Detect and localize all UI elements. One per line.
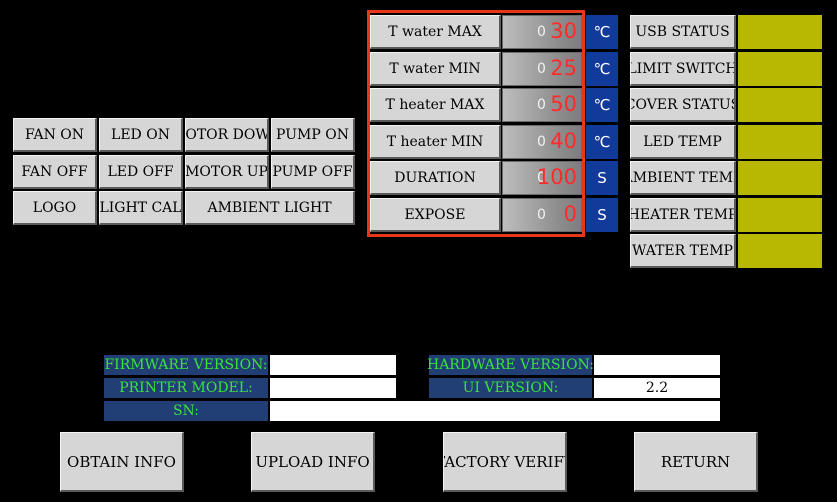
param-value-t-heater-max[interactable]: 0 50 [502,88,582,122]
firmware-version-field [270,355,396,375]
status-label-usb[interactable]: USB STATUS [630,15,736,49]
status-label-heater-temp[interactable]: HEATER TEMP [630,198,736,232]
param-label-t-water-min[interactable]: T water MIN [370,52,501,86]
heater-temp-indicator [738,198,822,232]
param-value-duration[interactable]: 0 100 [502,161,582,195]
hardware-version-label: HARDWARE VERSION: [426,355,595,375]
param-current: 0 [537,97,546,113]
upload-info-button[interactable]: UPLOAD INFO [251,432,375,492]
param-setpoint: 100 [536,165,577,189]
hardware-version-field [594,355,720,375]
celsius-unit: ℃ [586,125,618,159]
logo-button[interactable]: LOGO [13,191,97,225]
status-label-ambient-temp[interactable]: AMBIENT TEMP [630,161,736,195]
param-label-t-heater-min[interactable]: T heater MIN [370,125,501,159]
seconds-unit: S [586,161,618,195]
fan-off-button[interactable]: FAN OFF [13,155,97,189]
param-value-expose[interactable]: 0 0 [502,198,582,232]
sn-field [270,401,720,421]
param-setpoint: 50 [550,92,577,116]
water-temp-indicator [738,234,822,268]
pump-on-button[interactable]: PUMP ON [271,118,355,152]
limit-switch-indicator [738,52,822,86]
ambient-temp-indicator [738,161,822,195]
param-label-t-heater-max[interactable]: T heater MAX [370,88,501,122]
param-current: 0 [537,134,546,150]
led-on-button[interactable]: LED ON [99,118,183,152]
param-current: 0 [537,170,546,186]
return-button[interactable]: RETURN [634,432,758,492]
light-cal-button[interactable]: LIGHT CAL [99,191,183,225]
param-value-t-heater-min[interactable]: 0 40 [502,125,582,159]
status-label-cover[interactable]: COVER STATUS [630,88,736,122]
usb-status-indicator [738,15,822,49]
celsius-unit: ℃ [586,15,618,49]
sn-label: SN: [104,401,268,421]
firmware-version-label: FIRMWARE VERSION: [104,355,268,375]
fan-on-button[interactable]: FAN ON [13,118,97,152]
factory-verify-button[interactable]: FACTORY VERIFY [443,432,567,492]
status-label-limit-switch[interactable]: LIMIT SWITCH [630,52,736,86]
motor-up-button[interactable]: MOTOR UP [185,155,269,189]
selection-highlight-frame [367,10,585,237]
param-label-expose[interactable]: EXPOSE [370,198,501,232]
status-label-led-temp[interactable]: LED TEMP [630,125,736,159]
cover-status-indicator [738,88,822,122]
status-label-water-temp[interactable]: WATER TEMP [630,234,736,268]
obtain-info-button[interactable]: OBTAIN INFO [60,432,184,492]
ambient-light-button[interactable]: AMBIENT LIGHT [185,191,355,225]
led-off-button[interactable]: LED OFF [99,155,183,189]
param-current: 0 [537,207,546,223]
param-setpoint: 25 [550,56,577,80]
printer-model-field [270,378,396,398]
celsius-unit: ℃ [586,52,618,86]
printer-model-label: PRINTER MODEL: [104,378,268,398]
param-current: 0 [537,61,546,77]
ui-version-label: UI VERSION: [429,378,592,398]
ui-version-field: 2.2 [594,378,720,398]
param-value-t-water-min[interactable]: 0 25 [502,52,582,86]
param-value-t-water-max[interactable]: 0 30 [502,15,582,49]
led-temp-indicator [738,125,822,159]
param-label-t-water-max[interactable]: T water MAX [370,15,501,49]
param-setpoint: 30 [550,19,577,43]
param-setpoint: 0 [563,202,577,226]
seconds-unit: S [586,198,618,232]
param-label-duration[interactable]: DURATION [370,161,501,195]
param-current: 0 [537,24,546,40]
celsius-unit: ℃ [586,88,618,122]
pump-off-button[interactable]: PUMP OFF [271,155,355,189]
param-setpoint: 40 [550,129,577,153]
motor-down-button[interactable]: MOTOR DOWN [185,118,269,152]
